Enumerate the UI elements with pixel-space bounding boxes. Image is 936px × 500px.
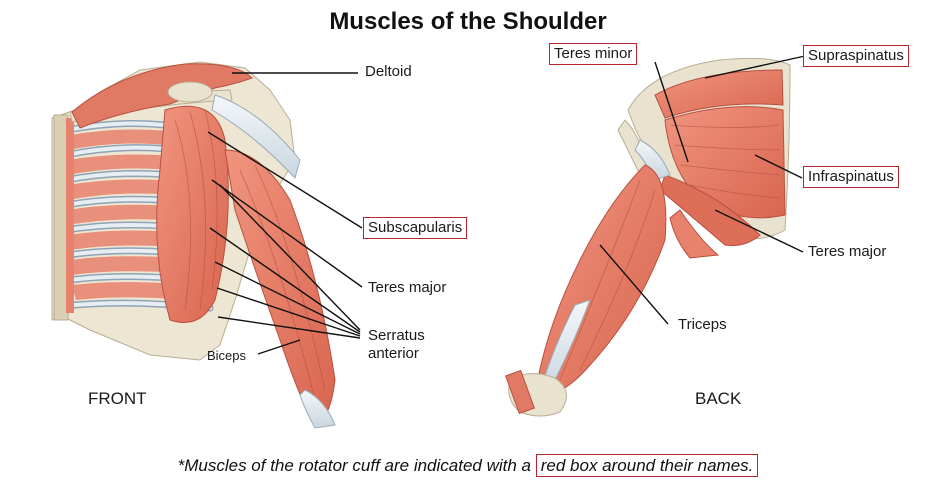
figure-title: Muscles of the Shoulder: [329, 8, 607, 35]
label-triceps: Triceps: [678, 316, 727, 333]
footnote: *Muscles of the rotator cuff are indicat…: [0, 454, 936, 477]
label-deltoid: Deltoid: [365, 63, 412, 80]
label-biceps: Biceps: [207, 348, 247, 363]
footnote-text: *Muscles of the rotator cuff are indicat…: [177, 456, 532, 475]
label-serratus-anterior-line2: anterior: [368, 345, 419, 362]
label-infraspinatus: Infraspinatus: [803, 166, 899, 188]
front-view-label: FRONT: [88, 389, 147, 408]
label-supraspinatus: Supraspinatus: [803, 45, 909, 67]
leader-lines: [207, 55, 806, 355]
front-view-illustration: [51, 61, 336, 429]
label-teres-major-back: Teres major: [808, 243, 887, 260]
label-teres-minor: Teres minor: [549, 43, 638, 65]
label-teres-major-front: Teres major: [368, 279, 447, 296]
back-view-illustration: [505, 57, 791, 417]
label-serratus-anterior-line1: Serratus: [368, 327, 425, 344]
footnote-boxed-text: red box around their names.: [535, 454, 759, 477]
label-subscapularis: Subscapularis: [363, 217, 468, 239]
back-view-label: BACK: [695, 389, 742, 408]
